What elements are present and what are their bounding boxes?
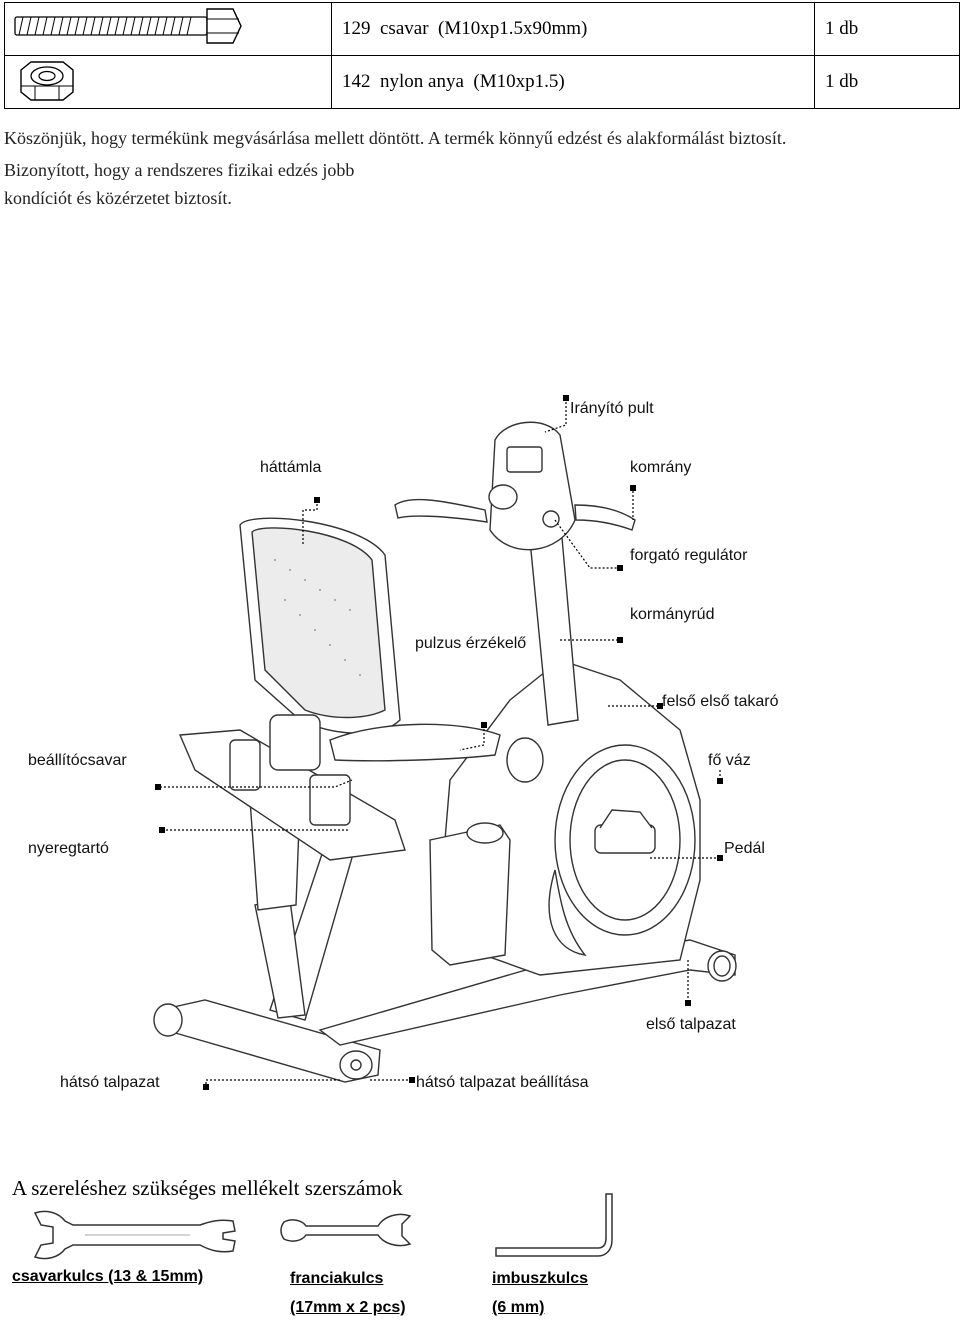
nylon-nut-icon	[20, 61, 74, 101]
parts-table: 129 csavar (M10xp1.5x90mm) 1 db 142 nylo…	[4, 2, 960, 109]
label-rear-stabilizer: hátsó talpazat	[60, 1074, 160, 1091]
label-adjust-knob: beállítócsavar	[28, 752, 127, 769]
tool-label-allen-key: imbuszkulcs	[492, 1270, 589, 1287]
table-row: 142 nylon anya (M10xp1.5) 1 db	[4, 55, 960, 109]
intro-line-3: kondíciót és közérzetet biztosít.	[4, 188, 232, 208]
open-end-wrench-icon	[280, 1213, 412, 1247]
part-name: 129 csavar (M10xp1.5x90mm)	[330, 2, 816, 56]
label-resistance-knob: forgató regulátor	[630, 547, 748, 564]
label-console: Irányító pult	[570, 400, 654, 417]
tool-label-open-end-wrench-size: (17mm x 2 pcs)	[290, 1299, 406, 1316]
tool-label-open-end-wrench: franciakulcs	[290, 1270, 384, 1287]
part-image-cell	[4, 55, 332, 109]
label-upper-front-cover: felső első takaró	[662, 693, 779, 710]
label-main-frame: fő váz	[708, 752, 751, 769]
part-quantity: 1 db	[814, 55, 960, 109]
tools-title: A szereléshez szükséges mellékelt szersz…	[12, 1176, 403, 1200]
exercise-bike-diagram	[153, 395, 737, 1090]
part-quantity: 1 db	[814, 2, 960, 56]
label-seat-support: nyeregtartó	[28, 840, 109, 857]
bolt-icon	[14, 8, 242, 44]
intro-line-1: Köszönjük, hogy termékünk megvásárlása m…	[4, 128, 787, 148]
combination-wrench-icon	[33, 1210, 236, 1260]
tool-label-allen-key-size: (6 mm)	[492, 1299, 545, 1316]
tool-label-combination-wrench: csavarkulcs (13 & 15mm)	[12, 1268, 204, 1285]
label-front-stabilizer: első talpazat	[646, 1016, 736, 1033]
label-rear-stabilizer-adjust: hátsó talpazat beállítása	[416, 1074, 589, 1091]
label-handlebar-post: kormányrúd	[630, 606, 715, 623]
label-pulse-sensor: pulzus érzékelő	[415, 635, 527, 652]
label-backrest: háttámla	[260, 459, 322, 476]
table-row: 129 csavar (M10xp1.5x90mm) 1 db	[4, 2, 960, 56]
part-image-cell	[4, 2, 332, 56]
part-name: 142 nylon anya (M10xp1.5)	[330, 55, 816, 109]
label-handlebar: komrány	[630, 459, 692, 476]
intro-line-2: Bizonyított, hogy a rendszeres fizikai e…	[4, 160, 355, 180]
label-pedal: Pedál	[724, 840, 765, 857]
allen-key-icon	[495, 1193, 613, 1257]
